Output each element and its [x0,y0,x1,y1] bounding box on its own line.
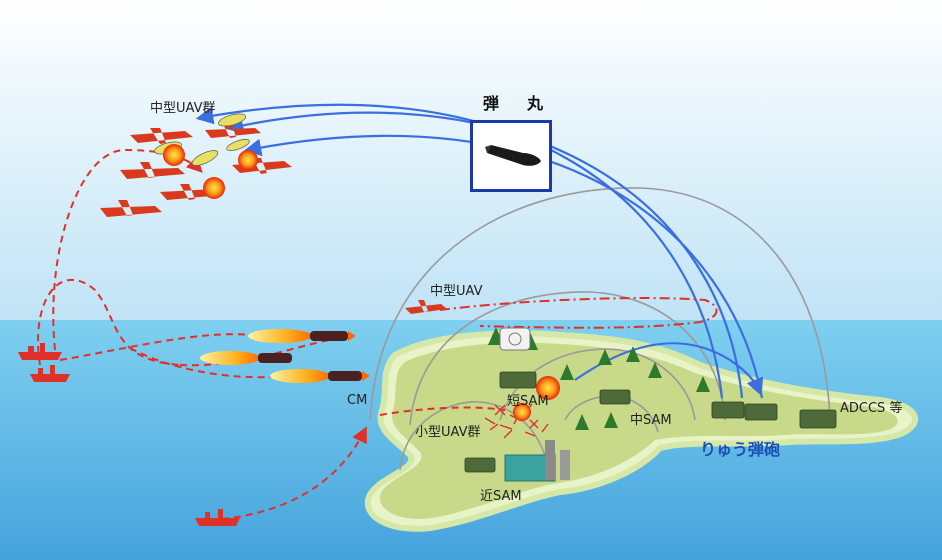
truck-launcher-icon [499,371,537,389]
ship-icon [30,365,70,382]
ship-icon [18,343,62,360]
uav-red-icon [232,158,292,174]
medium-sam-label: 中SAM [630,413,672,428]
uav-red-icon [205,122,261,138]
adccs-label: ADCCS 等 [840,401,903,416]
truck-launcher-icon [799,409,837,429]
uav-red-icon [405,300,447,314]
truck-launcher-icons [464,371,837,473]
explosion-icons [163,144,560,421]
missile-cm-icons [200,329,370,383]
uav-red-icon [100,200,162,217]
cm-label: CM [347,393,368,408]
explosion-icon [536,376,560,400]
uav-loop-path [439,297,718,329]
tree-icon [696,376,710,392]
explosion-icon [238,150,258,170]
truck-launcher-icon [599,389,631,405]
near-sam-label: 近SAM [480,489,522,504]
tree-icon [604,412,618,428]
shell-icon [485,145,541,166]
explosion-icon [203,177,225,199]
howitzer-label: りゅう弾砲 [700,440,781,459]
uav-medium-label: 中型UAV [430,284,483,299]
interceptor-trajectories [195,103,764,399]
factory-icon [504,440,570,482]
explosion-icon [163,144,185,166]
uav-swarm-medium-label: 中型UAV群 [150,101,216,116]
truck-launcher-icon [744,403,778,421]
tree-icon [648,362,662,378]
radar-icon [499,327,531,351]
tree-icon [598,349,612,365]
truck-launcher-icon [464,457,496,473]
uav-red-icon [120,162,185,179]
shell-projectiles [154,113,250,166]
truck-launcher-icon [711,401,745,419]
tree-icon [575,414,589,430]
small-uav-swarm-label: 小型UAV群 [415,425,481,440]
explosion-icon [513,403,531,421]
ship-icons [18,343,240,526]
tree-icon [560,364,574,380]
uav-red-icon [130,128,193,144]
short-sam-label: 短SAM [507,394,549,409]
tree-icon [626,346,640,362]
shell-title: 弾 丸 [483,94,550,113]
ship-icon [195,509,240,526]
shell-box [470,120,552,192]
